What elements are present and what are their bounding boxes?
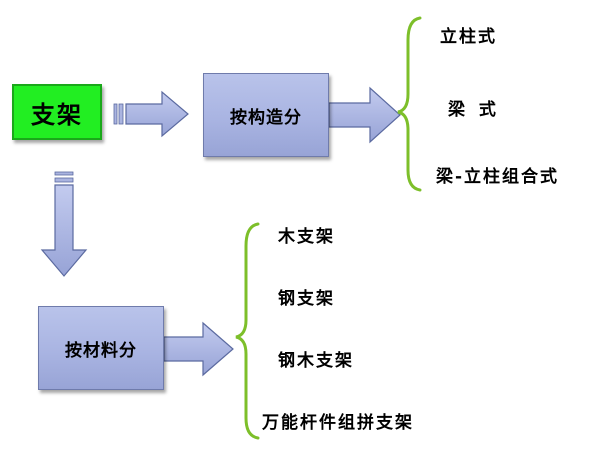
brace-material [235,222,260,440]
arrow-structure-to-children [328,86,401,144]
brace-structure [397,16,422,192]
category-structure: 按构造分 [203,73,329,157]
arrow-root-to-material [40,171,88,277]
arrow-root-to-structure [113,90,189,138]
leaf-beam-column-combined: 梁-立柱组合式 [436,167,560,187]
leaf-steel-support: 钢支架 [278,289,335,309]
leaf-timber-support: 木支架 [278,227,335,247]
arrow-material-to-children [163,321,234,377]
leaf-steel-timber-support: 钢木支架 [278,351,354,371]
leaf-beam-type: 梁 式 [448,100,500,120]
category-material-label: 按材料分 [65,340,137,361]
root-label: 支架 [31,100,83,129]
leaf-column-type: 立柱式 [440,27,497,47]
category-material: 按材料分 [38,306,164,390]
category-structure-label: 按构造分 [230,107,302,128]
root-node: 支架 [12,84,102,140]
leaf-universal-member-support: 万能杆件组拼支架 [262,413,414,433]
